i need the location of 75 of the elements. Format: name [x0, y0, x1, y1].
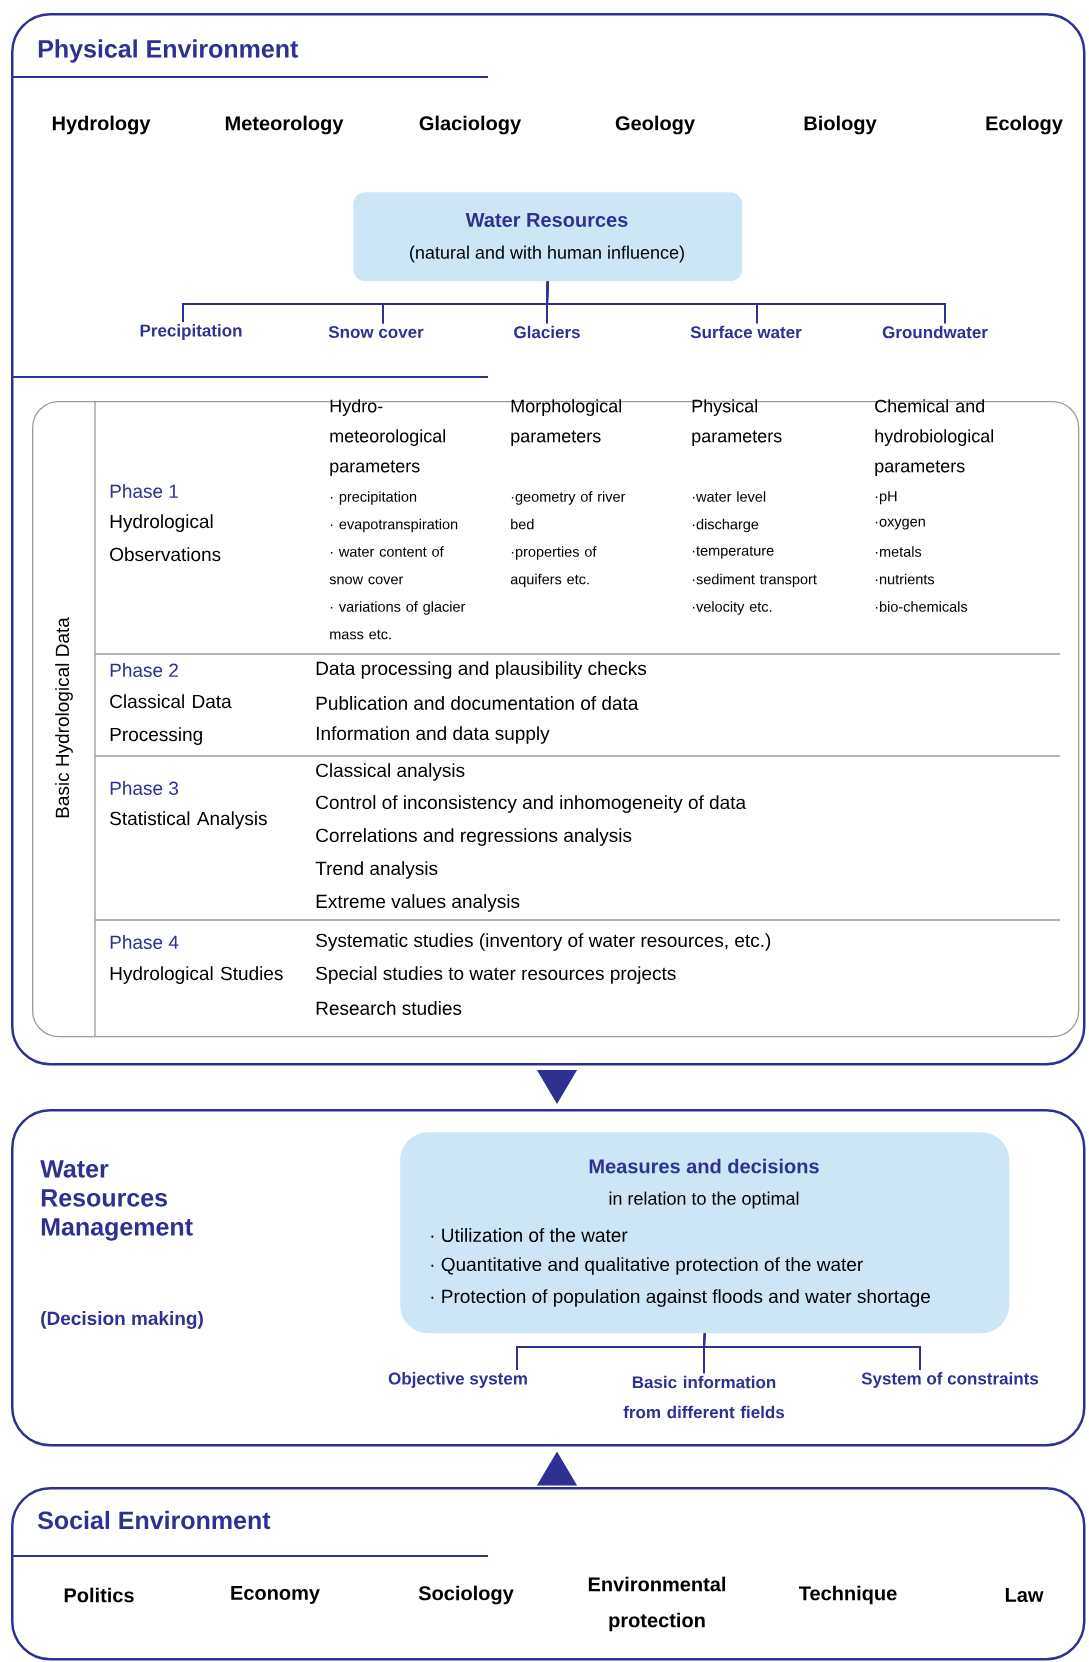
list-item: Control of inconsistency and inhomogeneity of data	[316, 795, 747, 813]
bullet-item: · Utilization of the water	[431, 1228, 628, 1242]
field-label: Politics	[64, 1587, 134, 1603]
bullet-item: · evapotranspiration	[330, 518, 458, 533]
category-label: Objective system	[388, 1372, 527, 1388]
bullet-item: · precipitation	[330, 491, 417, 505]
bullet-item: ·water level	[692, 491, 766, 502]
box-subtitle: in relation to the optimal	[609, 1191, 799, 1209]
phase-title: Statistical Analysis	[110, 811, 267, 829]
phase-label: Phase 2	[110, 663, 178, 677]
bullet-item: ·geometry of river bed	[511, 491, 626, 530]
phase-label: Phase 3	[110, 781, 179, 795]
category-label: Groundwater	[882, 325, 988, 339]
category-label: Snow cover	[328, 326, 424, 339]
bullet-item: ·oxygen	[875, 518, 925, 530]
arrow	[537, 1069, 577, 1104]
bullet-item: ·nutrients	[875, 573, 935, 585]
phase-label: Phase 4	[110, 935, 179, 949]
bullet-item: ·bio-chemicals	[875, 601, 968, 612]
column-heading: Physical parameters	[692, 399, 782, 446]
arrow	[537, 1452, 577, 1486]
list-item: Correlations and regressions analysis	[316, 828, 632, 846]
box-title: Measures and decisions	[589, 1158, 819, 1174]
bullet-item: ·temperature	[692, 546, 774, 559]
phase-title: Hydrological Studies	[110, 966, 283, 984]
bullet-item: ·velocity etc.	[692, 601, 772, 615]
list-item: Special studies to water resources projects	[316, 966, 676, 984]
field-label: Glaciology	[419, 115, 522, 135]
category-label: Surface water	[690, 325, 802, 339]
panel-heading: Social Environment	[37, 1510, 271, 1530]
bullet-item: · Quantitative and qualitative protection of the water	[431, 1257, 863, 1275]
bullet-item: · variations of glacier mass etc.	[330, 601, 466, 640]
column-heading: Morphological parameters	[511, 399, 622, 446]
field-label: Ecology	[986, 115, 1063, 135]
panel-heading: Physical Environment	[38, 39, 299, 63]
category-label: Precipitation	[140, 324, 242, 340]
bullet-item: ·metals	[875, 546, 922, 557]
field-label: Law	[1005, 1588, 1044, 1602]
phase-label: Phase 1	[110, 484, 178, 498]
list-item: Research studies	[316, 1001, 462, 1015]
list-item: Publication and documentation of data	[316, 696, 639, 710]
vertical-title: Basic Hydrological Data	[55, 617, 73, 818]
box-subtitle: (natural and with human influence)	[410, 245, 684, 263]
phase-title: Classical Data Processing	[110, 694, 232, 745]
list-item: Information and data supply	[316, 726, 550, 744]
field-label: Economy	[231, 1586, 320, 1604]
column-heading: Hydro-meteorological parameters	[330, 399, 446, 476]
field-label: Technique	[798, 1585, 897, 1605]
field-label: Hydrology	[52, 115, 151, 135]
category-label: Basic information from different fields	[623, 1375, 785, 1419]
subheading: (Decision making)	[41, 1311, 203, 1329]
box-title: Water Resources	[465, 213, 628, 227]
bullet-item: ·sediment transport	[692, 573, 817, 588]
bullet-item: · water content of snow cover	[329, 546, 444, 585]
list-item: Classical analysis	[316, 763, 465, 781]
bullet-item: ·properties of aquifers etc.	[510, 546, 597, 588]
category-label: Glaciers	[514, 325, 580, 339]
bullet-item: · Protection of population against floods and water shortage	[431, 1289, 930, 1307]
list-item: Extreme values analysis	[316, 894, 520, 912]
field-label: Geology	[615, 115, 695, 135]
panel-heading: Water Resources Management	[40, 1160, 193, 1241]
connector-line	[545, 280, 946, 325]
field-label: Meteorology	[225, 115, 344, 135]
column-heading: Chemical and hydrobiological parameters	[875, 399, 994, 476]
field-label: Biology	[804, 115, 877, 135]
phase-title: Hydrological Observations	[110, 514, 221, 562]
field-label: Sociology	[418, 1585, 514, 1605]
connector-line	[702, 1332, 921, 1371]
list-item: Trend analysis	[315, 861, 438, 879]
field-label: Environmental protection	[588, 1576, 726, 1632]
bullet-item: ·discharge	[692, 518, 759, 533]
list-item: Systematic studies (inventory of water resources, etc.)	[316, 933, 771, 951]
bullet-item: ·pH	[875, 491, 897, 505]
category-label: System of constraints	[861, 1372, 1039, 1388]
list-item: Data processing and plausibility checks	[316, 661, 647, 679]
